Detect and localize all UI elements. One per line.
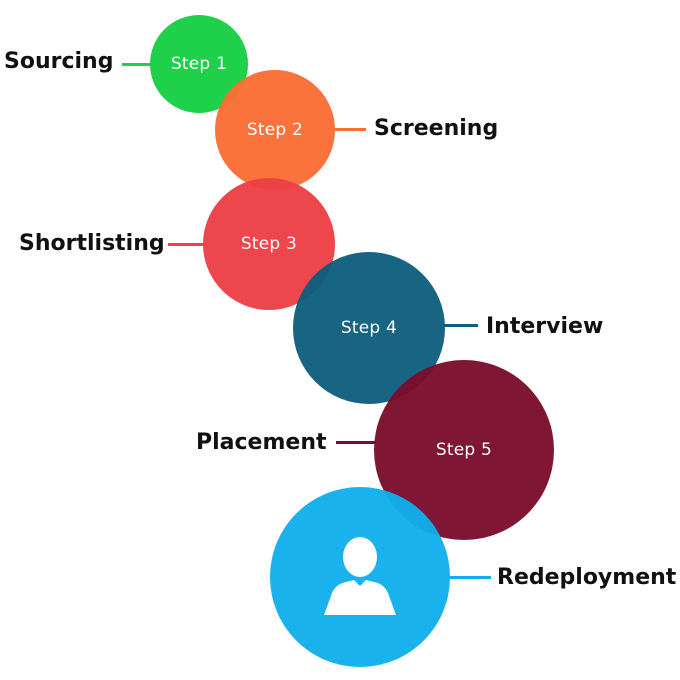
connector-step-6 <box>448 576 491 579</box>
connector-step-5 <box>336 441 376 444</box>
step-5-text: Step 5 <box>435 440 493 460</box>
step-1-circle: Step 1 <box>150 15 248 113</box>
connector-step-4 <box>444 324 478 327</box>
step-1-text: Step 1 <box>170 54 228 74</box>
label-shortlisting: Shortlisting <box>19 231 165 256</box>
step-2-circle: Step 2 <box>215 70 335 190</box>
step-4-text: Step 4 <box>340 318 398 338</box>
label-interview: Interview <box>486 314 604 339</box>
label-sourcing: Sourcing <box>4 49 114 74</box>
label-placement: Placement <box>196 430 327 455</box>
redeployment-circle <box>270 487 450 667</box>
step-3-text: Step 3 <box>240 234 298 254</box>
label-redeployment: Redeployment <box>497 565 677 590</box>
connector-step-3 <box>168 243 205 246</box>
person-icon <box>324 537 396 615</box>
connector-step-2 <box>334 128 366 131</box>
step-2-text: Step 2 <box>246 120 304 140</box>
connector-step-1 <box>122 63 152 66</box>
label-screening: Screening <box>374 116 499 141</box>
